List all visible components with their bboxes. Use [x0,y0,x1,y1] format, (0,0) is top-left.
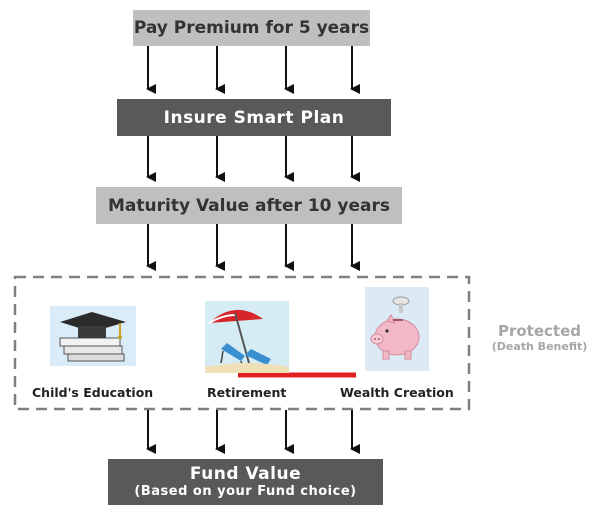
arrows-row-1 [146,46,360,94]
retirement-label: Retirement [207,385,287,400]
child-education-label: Child's Education [32,385,154,400]
maturity-value-label: Maturity Value after 10 years [107,195,391,216]
protected-title: Protected [497,322,581,340]
insure-smart-plan-box: Insure Smart Plan [117,99,391,136]
graduation-cap-books-icon [50,306,136,366]
fund-value-box: Fund Value (Based on your Fund choice) [108,459,383,505]
wealth-creation-label: Wealth Creation [340,385,454,400]
fund-choice-label: (Based on your Fund choice) [134,484,357,499]
piggy-bank-icon [365,287,429,371]
arrows-row-4 [146,410,360,454]
protected-subtitle: (Death Benefit) [491,340,588,353]
maturity-value-box: Maturity Value after 10 years [96,187,402,224]
arrows-row-2 [146,136,360,182]
insure-smart-plan-label: Insure Smart Plan [163,107,345,128]
pay-premium-label: Pay Premium for 5 years [133,18,370,38]
arrows-row-3 [146,224,360,271]
beach-umbrella-chairs-icon [205,301,289,373]
pay-premium-box: Pay Premium for 5 years [133,10,370,46]
benefits-frame [13,275,471,411]
protected-annotation: Protected (Death Benefit) [484,322,595,354]
fund-value-label: Fund Value [189,464,302,484]
